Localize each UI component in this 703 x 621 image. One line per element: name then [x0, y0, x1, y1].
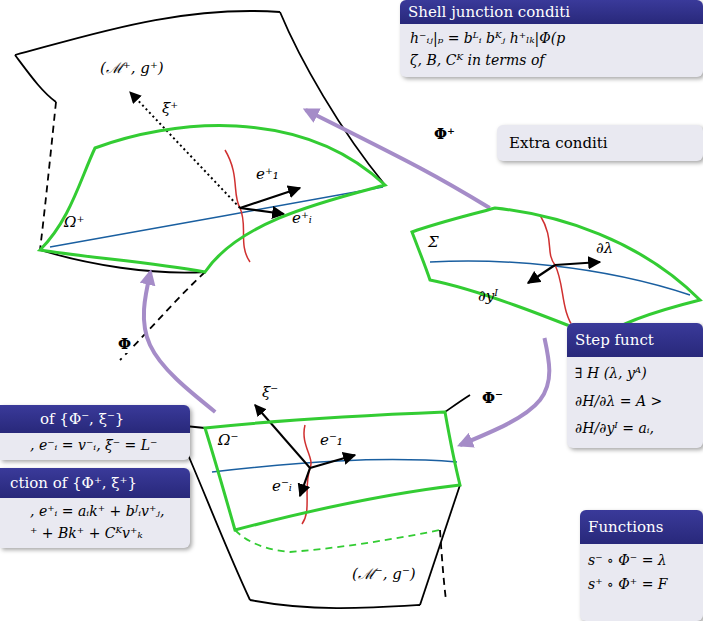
selection-block: of {Φ⁻, ξ⁻} , e⁻ᵢ = v⁻ᵢ, ξ⁻ = L⁻ [0, 405, 190, 460]
formula: ζ, B, Cᴷ in terms of [410, 52, 693, 70]
block-title: Shell junction conditi [400, 0, 703, 24]
normal-vector [255, 405, 310, 468]
map-arrow [144, 272, 215, 412]
tangent-vector [310, 455, 355, 468]
vector-label: e⁺₁ [256, 166, 279, 183]
region-outline [412, 208, 700, 338]
note-text: Extra conditi [509, 134, 691, 152]
normal-label: ξ⁻ [262, 384, 278, 401]
formula: ∂H/∂λ = A > [575, 393, 695, 411]
sheet-edge [280, 12, 385, 185]
formula: , e⁺ᵢ = aᵢk⁺ + bᴶᵢv⁺ⱼ, [30, 503, 180, 521]
map-arrow [460, 338, 549, 445]
sheet-hidden-edge [440, 530, 446, 600]
map-label: Φ [116, 336, 133, 353]
sheet-edge [445, 395, 470, 412]
formula: , e⁻ᵢ = v⁻ᵢ, ξ⁻ = L⁻ [30, 437, 180, 455]
sheet-edge [420, 485, 460, 605]
manifold-label: (ℳ⁻, g⁻) [352, 566, 416, 583]
tangent-vector [240, 208, 284, 214]
region-outline [205, 412, 460, 530]
tangent-vector [528, 265, 555, 283]
map-arrow [306, 110, 490, 208]
vector-label: e⁺ᵢ [292, 210, 312, 227]
functions-block: Functions s⁻ ∘ Φ⁻ = λ s⁺ ∘ Φ⁺ = F [580, 510, 703, 621]
note-box: Extra conditi [497, 125, 703, 161]
region-outline [412, 208, 700, 338]
hypersurface-region: Σ ∂λ ∂yᴵ [412, 208, 700, 338]
region-outline [40, 110, 385, 272]
domain-region: Ω⁻ e⁻₁ e⁻ᵢ [205, 412, 460, 530]
map-label: Φ⁻ [480, 390, 505, 407]
tangent-vector [555, 262, 600, 265]
junction-block: Shell junction conditih⁻ᵢⱼ|ₚ = bᴸᵢ bᴷⱼ h… [400, 0, 703, 77]
manifold-label: (ℳ⁺, g⁺) [100, 60, 164, 77]
vector-label: ∂λ [596, 240, 613, 257]
sheet-edge [250, 600, 420, 608]
step-function-block: Step funct ∃ H (λ, yᴬ) ∂H/∂λ = A > ∂H/∂yᴵ =… [567, 323, 703, 448]
vector-label: e⁻₁ [320, 432, 343, 449]
formula: s⁻ ∘ Φ⁻ = λ [588, 552, 695, 570]
tangent-vector [300, 468, 310, 496]
region-name: Ω⁺ [64, 214, 84, 231]
region-outline [40, 126, 385, 272]
coordinate-curve [50, 187, 383, 247]
domain-region: Ω⁺ e⁺₁ e⁺ᵢ [40, 110, 385, 272]
sheet-hidden-edge [40, 102, 56, 250]
region-name: Σ [428, 234, 439, 251]
vector-label: ∂yᴵ [478, 288, 498, 305]
formula: h⁻ᵢⱼ|ₚ = bᴸᵢ bᴷⱼ h⁺ₗₖ|Φ(p [410, 30, 693, 48]
region-name: Ω⁻ [218, 432, 238, 449]
vector-label: e⁻ᵢ [272, 478, 292, 495]
sheet-edge [15, 11, 280, 55]
tangent-vector [240, 188, 300, 208]
block-title: Step funct [567, 323, 703, 357]
normal-label: ξ⁺ [162, 100, 178, 117]
block-title: of {Φ⁻, ξ⁻} [0, 405, 190, 433]
formula: s⁺ ∘ Φ⁺ = F [588, 576, 695, 594]
normal-vector [130, 92, 240, 208]
sheet-hidden-edge [235, 530, 440, 552]
block-body: h⁻ᵢⱼ|ₚ = bᴸᵢ bᴷⱼ h⁺ₗₖ|Φ(p ζ, B, Cᴷ in ter… [400, 24, 703, 77]
formula: ∃ H (λ, yᴬ) [575, 365, 695, 383]
block-body: , e⁺ᵢ = aᵢk⁺ + bᴶᵢv⁺ⱼ, ⁺ + Bk⁺ + Cᴷv⁺ₖ [0, 498, 190, 548]
formula: ⁺ + Bk⁺ + Cᴷv⁺ₖ [30, 525, 180, 543]
block-title: ction of {Φ⁺, ξ⁺} [0, 468, 190, 498]
sheet-edge [15, 55, 56, 102]
map-label: Φ⁺ [432, 126, 457, 143]
block-body: ∃ H (λ, yᴬ) ∂H/∂λ = A > ∂H/∂yᴵ = aᵢ, [567, 357, 703, 448]
block-body: s⁻ ∘ Φ⁻ = λ s⁺ ∘ Φ⁺ = F [580, 544, 703, 601]
block-title: Functions [580, 510, 703, 544]
selection-block: ction of {Φ⁺, ξ⁺} , e⁺ᵢ = aᵢk⁺ + bᴶᵢv⁺ⱼ, ⁺… [0, 468, 190, 548]
block-body: , e⁻ᵢ = v⁻ᵢ, ξ⁻ = L⁻ [0, 433, 190, 460]
formula: ∂H/∂yᴵ = aᵢ, [575, 420, 695, 438]
region-outline [205, 412, 460, 530]
